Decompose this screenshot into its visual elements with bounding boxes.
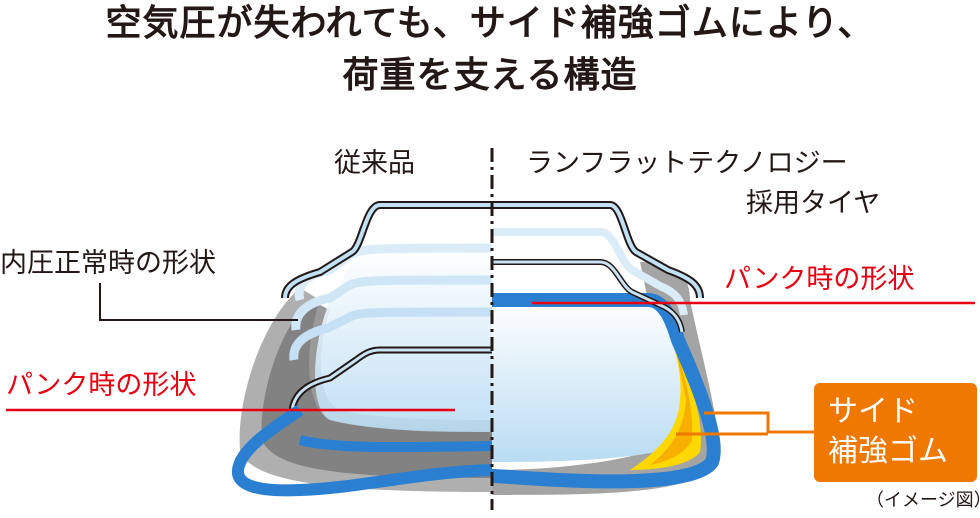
conventional-deflated-line-inner	[290, 348, 492, 421]
image-note: （イメージ図）	[866, 490, 980, 511]
conventional-punctured-base	[298, 435, 492, 453]
side-reinforcement-rubber-shade	[650, 350, 693, 465]
runflat-label-line2: 採用タイヤ	[746, 188, 881, 219]
side-reinforcement-label-box: サイド 補強ゴム	[814, 383, 977, 482]
normal-shape-leader	[99, 283, 298, 321]
conventional-label: 従来品	[334, 148, 415, 179]
diagram-title-line2: 荷重を支える構造	[342, 55, 638, 96]
diagram-title-line1: 空気圧が失われても、サイド補強ゴムにより、	[105, 3, 875, 44]
runflat-tire	[492, 201, 721, 495]
conventional-transition-line-3	[289, 307, 492, 361]
puncture-shape-label-right: パンク時の形状	[724, 264, 915, 295]
runflat-label-line1: ランフラットテクノロジー	[526, 148, 848, 179]
runflat-normal-outline-inner	[492, 203, 702, 299]
side-reinforcement-label-line2: 補強ゴム	[828, 434, 948, 469]
runflat-interior	[492, 300, 695, 462]
side-rubber-leader-top	[704, 411, 814, 434]
normal-shape-label: 内圧正常時の形状	[0, 248, 216, 279]
side-reinforcement-label-line1: サイド	[828, 394, 918, 429]
conventional-normal-outline-inner	[283, 203, 492, 299]
conventional-punctured-shape	[232, 405, 492, 497]
conventional-interior	[315, 250, 492, 432]
runflat-deflated-line-inner	[492, 260, 684, 333]
conventional-transition-line-2	[291, 275, 492, 331]
runflat-punctured-shape	[492, 293, 721, 489]
puncture-shape-label-left: パンク時の形状	[6, 370, 197, 401]
conventional-tire	[232, 201, 492, 497]
